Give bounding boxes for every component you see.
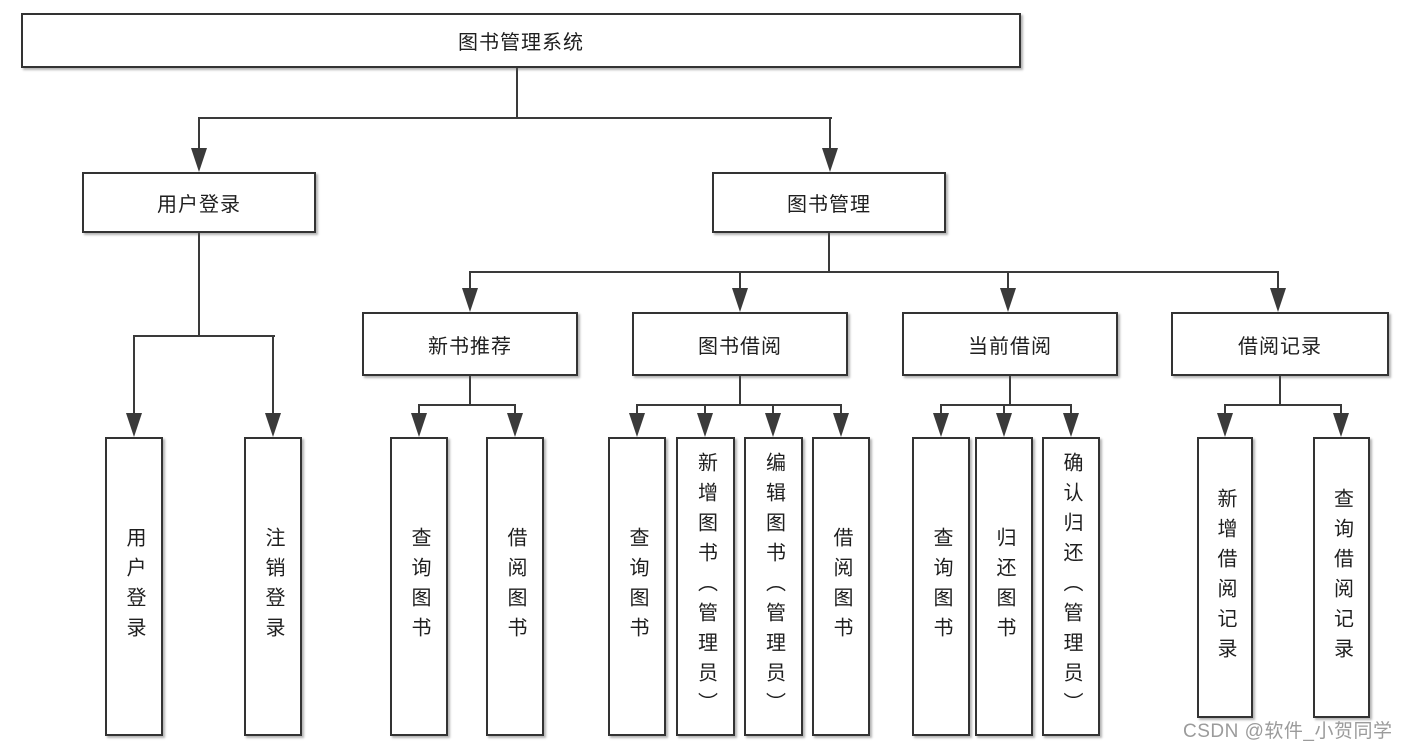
leaf-add-books-admin: 新增图书（管理员）: [676, 437, 735, 736]
connector-split-new-book: [418, 404, 516, 406]
leaf-borrow-books: 借阅图书: [812, 437, 870, 736]
connector-drop-leaf: [739, 271, 741, 291]
node-label: 当前借阅: [968, 335, 1052, 358]
connector-drop-leaf: [1340, 404, 1342, 418]
leaf-add-borrow-record: 新增借阅记录: [1197, 437, 1253, 718]
connector-drop-leaf: [514, 404, 516, 418]
arrow-down-icon: [1270, 288, 1286, 312]
node-label: 借阅记录: [1238, 335, 1322, 358]
connector-split-borrow-records: [1224, 404, 1342, 406]
connector-drop-book-management: [829, 117, 831, 150]
leaf-label: 借阅图书: [830, 526, 852, 647]
node-user-login: 用户登录: [82, 172, 316, 233]
arrow-down-icon: [833, 413, 849, 437]
connector-new-book-stub: [469, 376, 471, 406]
arrow-down-icon: [822, 148, 838, 172]
node-label: 新书推荐: [428, 335, 512, 358]
arrow-down-icon: [1217, 413, 1233, 437]
node-label: 图书管理系统: [458, 32, 584, 54]
connector-split-user-login: [133, 335, 275, 337]
node-label: 图书管理: [787, 194, 871, 216]
arrow-down-icon: [765, 413, 781, 437]
arrow-down-icon: [1063, 413, 1079, 437]
leaf-query-books: 查询图书: [608, 437, 666, 736]
connector-drop-leaf: [940, 404, 942, 418]
arrow-down-icon: [996, 413, 1012, 437]
connector-split-current-borrow: [940, 404, 1072, 406]
leaf-query-books: 查询图书: [912, 437, 970, 736]
connector-split-book-management: [469, 271, 1279, 273]
leaf-confirm-return-admin: 确认归还（管理员）: [1042, 437, 1100, 736]
node-library-system: 图书管理系统: [21, 13, 1021, 68]
connector-split-level1: [198, 117, 832, 119]
leaf-borrow-books: 借阅图书: [486, 437, 544, 736]
arrow-down-icon: [1000, 288, 1016, 312]
connector-current-borrow-stub: [1009, 376, 1011, 406]
connector-book-borrow-stub: [739, 376, 741, 406]
arrow-down-icon: [507, 413, 523, 437]
arrow-down-icon: [411, 413, 427, 437]
node-new-book-recommend: 新书推荐: [362, 312, 578, 376]
arrow-down-icon: [933, 413, 949, 437]
connector-drop-leaf: [1007, 271, 1009, 291]
leaf-label: 注销登录: [262, 526, 284, 647]
connector-drop-leaf: [272, 335, 274, 417]
arrow-down-icon: [126, 413, 142, 437]
leaf-edit-books-admin: 编辑图书（管理员）: [744, 437, 803, 736]
connector-drop-leaf: [133, 335, 135, 417]
arrow-down-icon: [462, 288, 478, 312]
leaf-label: 借阅图书: [504, 526, 526, 647]
leaf-return-books: 归还图书: [975, 437, 1033, 736]
connector-book-management-stub: [828, 233, 830, 273]
connector-root-stub: [516, 68, 518, 119]
arrow-down-icon: [732, 288, 748, 312]
connector-drop-leaf: [418, 404, 420, 418]
csdn-watermark: CSDN @软件_小贺同学: [1183, 721, 1393, 742]
arrow-down-icon: [191, 148, 207, 172]
leaf-label: 查询图书: [626, 526, 648, 647]
connector-drop-user-login: [198, 117, 200, 150]
leaf-label: 编辑图书（管理员）: [762, 451, 785, 722]
connector-drop-leaf: [840, 404, 842, 418]
leaf-label: 查询图书: [408, 526, 430, 647]
leaf-query-books: 查询图书: [390, 437, 448, 736]
connector-drop-leaf: [772, 404, 774, 418]
node-label: 用户登录: [157, 194, 241, 216]
connector-drop-leaf: [1224, 404, 1226, 418]
leaf-label: 新增借阅记录: [1214, 487, 1236, 668]
node-book-management: 图书管理: [712, 172, 946, 233]
arrow-down-icon: [629, 413, 645, 437]
node-label: 图书借阅: [698, 335, 782, 358]
connector-drop-leaf: [1070, 404, 1072, 418]
leaf-label: 用户登录: [123, 526, 145, 647]
leaf-label: 确认归还（管理员）: [1060, 451, 1082, 722]
leaf-user-login: 用户登录: [105, 437, 163, 736]
leaf-label: 新增图书（管理员）: [694, 451, 717, 722]
arrow-down-icon: [265, 413, 281, 437]
node-book-borrow: 图书借阅: [632, 312, 848, 376]
connector-borrow-records-stub: [1279, 376, 1281, 406]
leaf-label: 查询图书: [930, 526, 952, 647]
connector-split-book-borrow: [636, 404, 842, 406]
connector-user-login-stub: [198, 233, 200, 337]
connector-drop-leaf: [1277, 271, 1279, 291]
arrow-down-icon: [697, 413, 713, 437]
arrow-down-icon: [1333, 413, 1349, 437]
leaf-query-borrow-record: 查询借阅记录: [1313, 437, 1370, 718]
connector-drop-leaf: [469, 271, 471, 291]
connector-drop-leaf: [636, 404, 638, 418]
leaf-label: 归还图书: [993, 526, 1015, 647]
leaf-label: 查询借阅记录: [1330, 487, 1353, 668]
node-current-borrow: 当前借阅: [902, 312, 1118, 376]
leaf-logout: 注销登录: [244, 437, 302, 736]
node-borrow-records: 借阅记录: [1171, 312, 1389, 376]
connector-drop-leaf: [704, 404, 706, 418]
connector-drop-leaf: [1003, 404, 1005, 418]
